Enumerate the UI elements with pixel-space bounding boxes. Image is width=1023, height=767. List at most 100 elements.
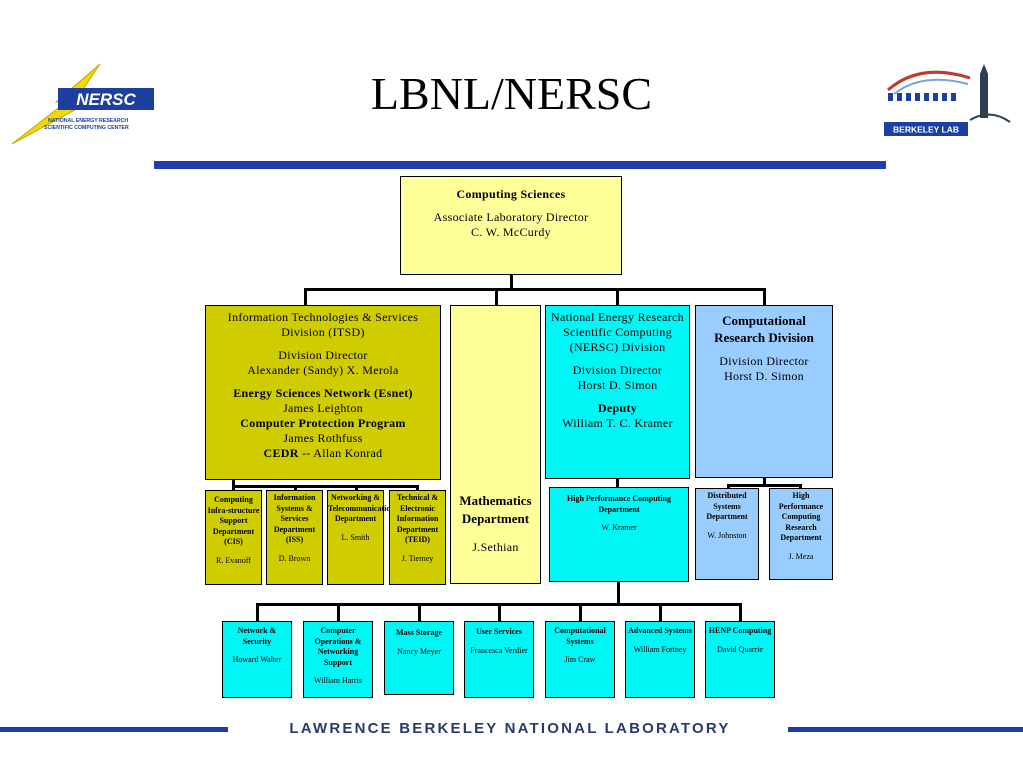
footer-rule-right	[788, 727, 1023, 732]
footer-rule-left	[0, 727, 228, 732]
nersc-group-box: HENP Computing David Quarrie	[705, 621, 775, 698]
node-title: High Performance Computing Research Depa…	[778, 491, 824, 542]
node-person: C. W. McCurdy	[471, 225, 551, 239]
connector	[416, 485, 419, 491]
connector	[294, 485, 297, 491]
node-title: Distributed Systems Department	[706, 491, 748, 521]
connector	[799, 484, 802, 490]
node-person: L. Smith	[341, 532, 370, 542]
node-title: Computational Systems	[554, 626, 606, 646]
itsd-department-box: Technical & Electronic Information Depar…	[389, 490, 446, 585]
node-role: Division Director	[278, 348, 368, 362]
node-person: -- Allan Konrad	[298, 446, 383, 460]
node-subtitle: Computer Protection Program	[240, 416, 406, 430]
node-title: Computational Research Division	[714, 313, 814, 345]
connector	[498, 603, 501, 622]
connector	[727, 484, 801, 487]
node-person: Horst D. Simon	[724, 369, 804, 383]
node-title: Technical & Electronic Information Depar…	[396, 493, 439, 544]
berkeley-lab-wordmark: BERKELEY LAB	[893, 125, 959, 135]
nersc-sub2: SCIENTIFIC COMPUTING CENTER	[44, 125, 129, 131]
nersc-logo: NERSC NATIONAL ENERGY RESEARCH SCIENTIFI…	[8, 62, 158, 146]
node-title: High Performance Computing Department	[567, 494, 671, 514]
connector	[616, 478, 619, 488]
node-title: HENP Computing	[708, 626, 772, 635]
connector	[232, 485, 419, 488]
footer-label: LAWRENCE BERKELEY NATIONAL LABORATORY	[289, 720, 731, 737]
node-person: J. Meza	[788, 551, 814, 561]
node-title: Computing Infra-structure Support Depart…	[207, 495, 260, 546]
node-person: J.Sethian	[472, 540, 519, 554]
node-title: National Energy Research Scientific Comp…	[551, 310, 684, 354]
computing-sciences-box: Computing Sciences Associate Laboratory …	[400, 176, 622, 275]
hpc-department-box: High Performance Computing Department W.…	[549, 487, 689, 582]
connector	[304, 288, 307, 307]
node-title: Network & Security	[237, 626, 277, 646]
itsd-department-box: Computing Infra-structure Support Depart…	[205, 490, 262, 585]
node-person: David Quarrie	[717, 644, 763, 654]
node-title: Advanced Systems	[628, 626, 692, 635]
connector	[256, 603, 259, 622]
nersc-group-box: User Services Francesca Verdier	[464, 621, 534, 698]
connector	[659, 603, 662, 622]
node-role: Associate Laboratory Director	[433, 210, 589, 224]
node-person: W. Johnston	[707, 530, 747, 540]
nersc-group-box: Computer Operations & Networking Support…	[303, 621, 373, 698]
node-person: Horst D. Simon	[577, 378, 658, 392]
berkeley-lab-logo: BERKELEY LAB	[880, 60, 1015, 142]
node-person: William Harris	[314, 676, 362, 685]
node-title: Computing Sciences	[456, 187, 566, 201]
node-person: William Fortney	[633, 644, 687, 654]
node-person: W. Kramer	[601, 523, 637, 532]
nersc-wordmark: NERSC	[76, 90, 136, 109]
node-person: James Leighton	[283, 401, 363, 415]
node-role: Division Director	[719, 354, 809, 368]
crd-department-box: Distributed Systems Department W. Johnst…	[695, 488, 759, 580]
connector	[232, 479, 235, 487]
node-title: Information Systems & Services Departmen…	[273, 493, 316, 544]
node-person: Alexander (Sandy) X. Merola	[247, 363, 399, 377]
connector	[418, 603, 421, 622]
node-title: Mathematics Department	[459, 493, 532, 526]
node-person: Howard Walter	[232, 655, 282, 664]
connector	[579, 603, 582, 622]
node-title: Mass Storage	[396, 628, 442, 637]
header-rule	[154, 161, 886, 169]
connector	[337, 603, 340, 622]
connector	[617, 581, 620, 604]
node-title: User Services	[476, 627, 522, 636]
node-person: Jim Craw	[564, 655, 596, 664]
nersc-group-box: Computational Systems Jim Craw	[545, 621, 615, 698]
connector	[510, 274, 513, 290]
node-subtitle: CEDR	[263, 446, 299, 460]
connector	[727, 484, 730, 490]
node-person: R. Evanoff	[216, 555, 251, 565]
itsd-box: Information Technologies & Services Divi…	[205, 305, 441, 480]
node-person: William T. C. Kramer	[562, 416, 673, 430]
crd-department-box: High Performance Computing Research Depa…	[769, 488, 833, 580]
itsd-department-box: Information Systems & Services Departmen…	[266, 490, 323, 585]
node-person: Nancy Meyer	[397, 646, 441, 656]
node-person: James Rothfuss	[283, 431, 363, 445]
connector	[232, 485, 235, 491]
connector	[763, 288, 766, 307]
node-person: Francesca Verdier	[470, 645, 528, 655]
nersc-sub1: NATIONAL ENERGY RESEARCH	[48, 118, 128, 124]
nersc-division-box: National Energy Research Scientific Comp…	[545, 305, 690, 479]
page-title: LBNL/NERSC	[370, 68, 653, 119]
node-subtitle: Energy Sciences Network (Esnet)	[233, 386, 413, 400]
connector	[763, 477, 766, 485]
node-title: Information Technologies & Services Divi…	[227, 310, 419, 339]
itsd-department-box: Networking & Telecommunications Departme…	[327, 490, 398, 585]
node-title: Computer Operations & Networking Support	[314, 626, 362, 667]
connector	[616, 288, 619, 307]
connector	[495, 288, 498, 307]
node-title: Networking & Telecommunications Departme…	[328, 493, 398, 523]
mathematics-department-box: Mathematics Department J.Sethian	[450, 305, 541, 584]
node-person: D. Brown	[278, 553, 311, 563]
node-person: J. Tierney	[401, 553, 434, 563]
nersc-group-box: Advanced Systems William Fortney	[625, 621, 695, 698]
nersc-group-box: Mass Storage Nancy Meyer	[384, 621, 454, 695]
connector	[739, 603, 742, 622]
crd-box: Computational Research Division Division…	[695, 305, 833, 478]
